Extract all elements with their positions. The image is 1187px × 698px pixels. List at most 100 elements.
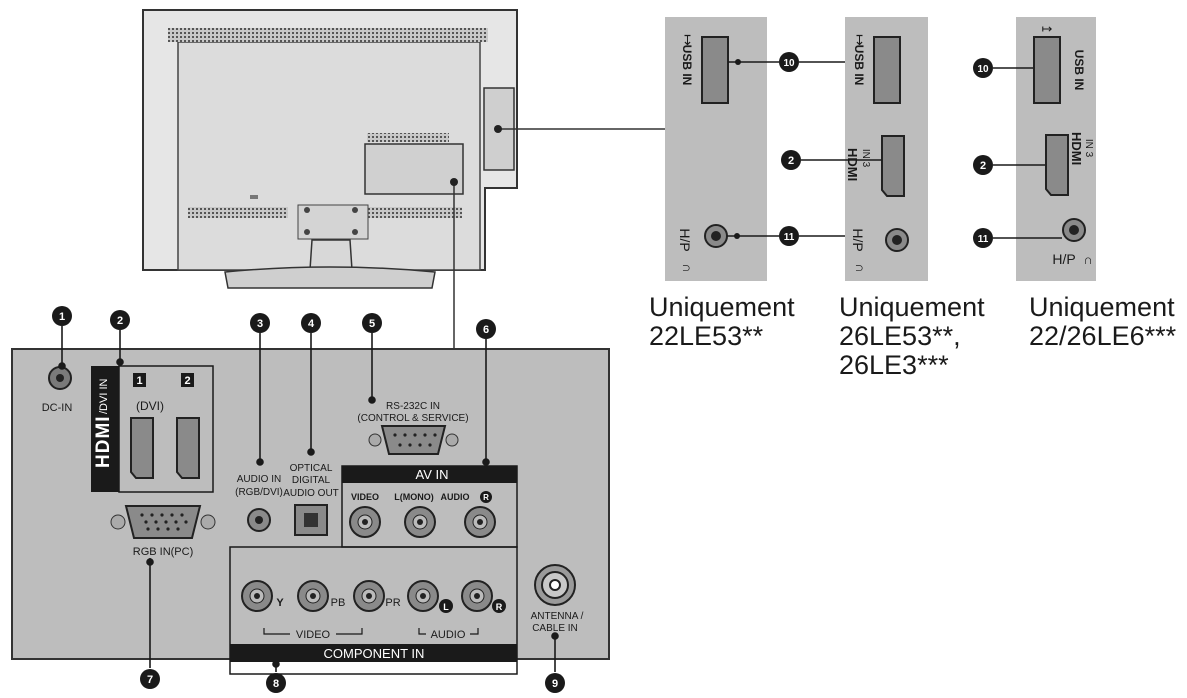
dc-in-port [48,366,72,390]
callout-9: 9 [545,673,565,693]
svg-text:10: 10 [783,58,795,69]
callout-4: 4 [301,313,321,333]
svg-text:HDMI: HDMI [93,415,114,468]
svg-text:11: 11 [978,234,989,245]
rs232-label-line1: RS-232C IN [386,401,440,412]
svg-text:6: 6 [483,324,489,336]
panel-a-hp-jack [704,224,728,248]
caption-model-c: Uniquement 22/26LE6*** [1029,293,1176,351]
audio-in-label-line2: (RGB/DVI) [235,487,283,498]
av-audio-r-jack [464,506,496,538]
comp-pb-label: PB [331,597,346,609]
panel-a-hp-label: H/P [677,228,693,251]
panel-b-usb-label: USB IN [852,45,866,86]
panel-c-usb-label: USB IN [1072,50,1086,91]
comp-r-label: R [496,602,503,612]
av-audio-l-jack [404,506,436,538]
caption-c-line2: 22/26LE6*** [1029,321,1177,351]
svg-text:7: 7 [147,674,153,686]
svg-text:4: 4 [308,318,315,330]
caption-c-line1: Uniquement [1029,292,1175,322]
callout-7: 7 [140,669,160,689]
comp-l-label: L [443,602,449,612]
audio-in-label-line1: AUDIO IN [237,474,281,485]
av-mono-label: L(MONO) [394,492,434,502]
hdmi-port-1 [130,417,154,479]
hdmi-logo: HDMI /DVI IN [93,378,114,468]
comp-y-jack [241,580,273,612]
dc-in-label: DC-IN [42,402,73,414]
optical-label-line3: AUDIO OUT [283,488,339,499]
av-video-label: VIDEO [351,492,379,502]
comp-audio-label: AUDIO [431,629,466,641]
callout-2-side: 2 [781,150,801,170]
av-r-label: R [483,493,489,502]
usb-icon: ↦ [852,34,868,46]
svg-text:1: 1 [59,311,65,323]
panel-b-hdmi-label: IN 3 [860,149,871,168]
dvi-note: (DVI) [136,399,164,413]
av-audio-label: AUDIO [441,492,470,502]
caption-model-b: Uniquement 26LE53**, 26LE3*** [839,293,985,380]
callout-11-c: 11 [973,228,993,248]
svg-text:10: 10 [977,64,989,75]
panel-b-usb-port [873,36,901,104]
callout-2: 2 [110,310,130,330]
optical-port [294,504,328,536]
hdmi-port-2 [176,417,200,479]
comp-pr-jack [353,580,385,612]
panel-c-usb-port [1033,36,1061,104]
audio-in-port [247,508,271,532]
usb-icon: ↦ [680,34,696,46]
callout-2-c: 2 [973,155,993,175]
panel-b-hdmi-port [881,135,905,197]
component-in-header [230,644,517,662]
panel-a-usb-port [701,36,729,104]
svg-text:3: 3 [257,318,263,330]
antenna-label-line2: CABLE IN [532,623,578,634]
component-in-label: COMPONENT IN [324,646,425,661]
headphone-icon: ∩ [680,263,695,272]
caption-b-line1: Uniquement [839,292,985,322]
hdmi-port-1-label: 1 [136,375,142,387]
headphone-icon: ∩ [1083,252,1092,267]
callout-8: 8 [266,673,286,693]
svg-text:2: 2 [788,155,794,167]
panel-c-hp-label: H/P [1052,251,1075,267]
comp-pr-label: PR [385,597,400,609]
rgb-in-label: RGB IN(PC) [133,546,194,558]
panel-a-usb-label: USB IN [680,45,694,86]
callout-1: 1 [52,306,72,326]
hdmi-logo: HDMI [845,148,860,181]
svg-text:9: 9 [552,678,558,690]
caption-b-line3: 26LE3*** [839,350,949,380]
comp-video-label: VIDEO [296,629,331,641]
rs232-port [368,425,459,455]
rgb-port [110,505,216,539]
callout-10: 10 [779,52,799,72]
av-video-jack [349,506,381,538]
caption-b-line2: 26LE53**, [839,321,961,351]
hdmi-dvi-label: /DVI IN [98,378,110,414]
antenna-port [534,564,576,606]
optical-label-line1: OPTICAL [290,463,333,474]
panel-b-hp-jack [885,228,909,252]
av-in-header [342,466,517,483]
comp-audio-r-jack [461,580,493,612]
panel-b-hp-label: H/P [850,228,866,251]
svg-text:2: 2 [117,315,123,327]
caption-a-line1: Uniquement [649,292,795,322]
headphone-icon: ∩ [853,263,868,272]
tv-back-illustration [142,9,518,289]
svg-text:HDMI: HDMI [1069,132,1084,165]
comp-y-label: Y [276,597,284,609]
comp-audio-l-jack [407,580,439,612]
callout-6: 6 [476,319,496,339]
caption-model-a: Uniquement 22LE53** [649,293,795,351]
svg-text:HDMI: HDMI [845,148,860,181]
av-in-label: AV IN [416,467,449,482]
panel-c-hp-jack [1062,218,1086,242]
rs232-label-line2: (CONTROL & SERVICE) [357,413,468,424]
callout-11: 11 [779,226,799,246]
